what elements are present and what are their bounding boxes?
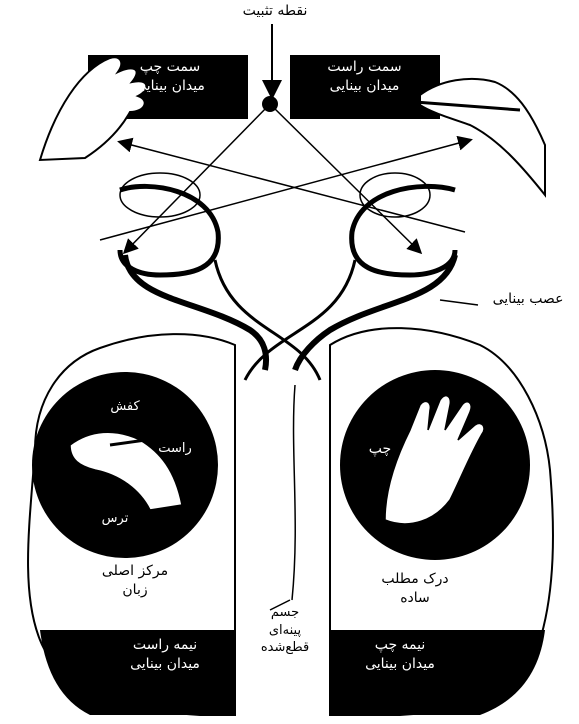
- language-center-label: مرکز اصلی زبان: [75, 562, 195, 600]
- left-visual-field-line2: میدان بینایی: [100, 77, 240, 96]
- language-center-line2: زبان: [75, 581, 195, 600]
- simple-perception-line1: درک مطلب: [360, 570, 470, 589]
- corpus-callosum-cut: [270, 385, 295, 610]
- fixation-point-label: نقطه تثبیت: [225, 2, 325, 21]
- left-half-field-line1: نیمه چپ: [335, 636, 465, 655]
- corpus-callosum-line1: جسم: [240, 604, 330, 622]
- language-center-line1: مرکز اصلی: [75, 562, 195, 581]
- left-circle-word3: ترس: [75, 510, 155, 528]
- corpus-callosum-line2: پینه‌ای: [240, 622, 330, 640]
- left-visual-field-line1: سمت چپ: [100, 58, 240, 77]
- right-half-field-line1: نیمه راست: [100, 636, 230, 655]
- right-half-field-label: نیمه راست میدان بینایی: [100, 636, 230, 674]
- eyes: [120, 173, 455, 275]
- right-visual-field-label: سمت راست میدان بینایی: [292, 58, 437, 96]
- simple-perception-label: درک مطلب ساده: [360, 570, 470, 608]
- corpus-callosum-label: جسم پینه‌ای قطع‌شده: [240, 604, 330, 657]
- right-half-field-line2: میدان بینایی: [100, 655, 230, 674]
- left-half-field-line2: میدان بینایی: [335, 655, 465, 674]
- hand-holding-pen-icon: [415, 79, 545, 195]
- left-visual-field-label: سمت چپ میدان بینایی: [100, 58, 240, 96]
- left-circle-word1: کفش: [85, 398, 165, 416]
- corpus-callosum-line3: قطع‌شده: [240, 639, 330, 657]
- right-visual-field-line1: سمت راست: [292, 58, 437, 77]
- right-visual-field-line2: میدان بینایی: [292, 77, 437, 96]
- visual-pathway-arrows: [100, 104, 470, 252]
- simple-perception-line2: ساده: [360, 589, 470, 608]
- right-circle-word: چپ: [355, 440, 405, 459]
- optic-nerve-label: عصب بینایی: [478, 290, 578, 309]
- left-circle-word2: راست: [145, 440, 205, 458]
- left-half-field-label: نیمه چپ میدان بینایی: [335, 636, 465, 674]
